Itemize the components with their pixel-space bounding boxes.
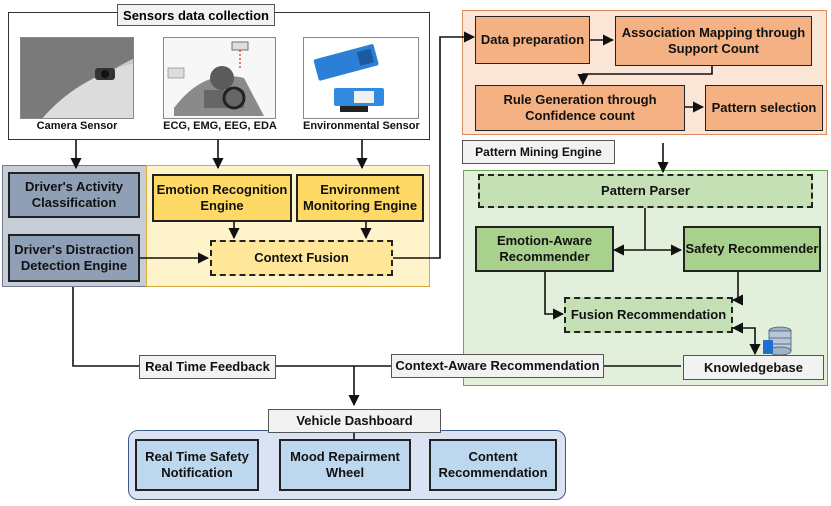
vehicle-dashboard-title: Vehicle Dashboard [268, 409, 441, 433]
fusion-recommendation: Fusion Recommendation [564, 297, 733, 333]
emotion-aware-recommender: Emotion-Aware Recommender [475, 226, 614, 272]
environment-monitoring-engine: Environment Monitoring Engine [296, 174, 424, 222]
data-preparation: Data preparation [475, 16, 590, 64]
association-mapping: Association Mapping through Support Coun… [615, 16, 812, 66]
real-time-safety-notification: Real Time Safety Notification [135, 439, 259, 491]
mood-repairment-wheel: Mood Repairment Wheel [279, 439, 411, 491]
pattern-mining-engine-label: Pattern Mining Engine [462, 140, 615, 164]
database-icon [762, 326, 794, 356]
emotion-recognition-engine: Emotion Recognition Engine [152, 174, 292, 222]
physio-sensor-label: ECG, EMG, EEG, EDA [163, 120, 277, 132]
pattern-selection: Pattern selection [705, 85, 823, 131]
context-aware-recommendation-label: Context-Aware Recommendation [391, 354, 604, 378]
environmental-sensor-label: Environmental Sensor [303, 120, 420, 132]
physio-sensor-image [163, 37, 276, 119]
environmental-sensor-image [303, 37, 419, 119]
real-time-feedback-label: Real Time Feedback [139, 355, 276, 379]
context-fusion: Context Fusion [210, 240, 393, 276]
knowledgebase: Knowledgebase [683, 355, 824, 380]
sensors-title: Sensors data collection [117, 4, 275, 26]
safety-recommender: Safety Recommender [683, 226, 821, 272]
driver-activity-classification: Driver's Activity Classification [8, 172, 140, 218]
driver-distraction-detection-engine: Driver's Distraction Detection Engine [8, 234, 140, 282]
rule-generation: Rule Generation through Confidence count [475, 85, 685, 131]
pattern-parser: Pattern Parser [478, 174, 813, 208]
camera-sensor-label: Camera Sensor [36, 120, 118, 132]
content-recommendation: Content Recommendation [429, 439, 557, 491]
camera-sensor-image [20, 37, 134, 119]
